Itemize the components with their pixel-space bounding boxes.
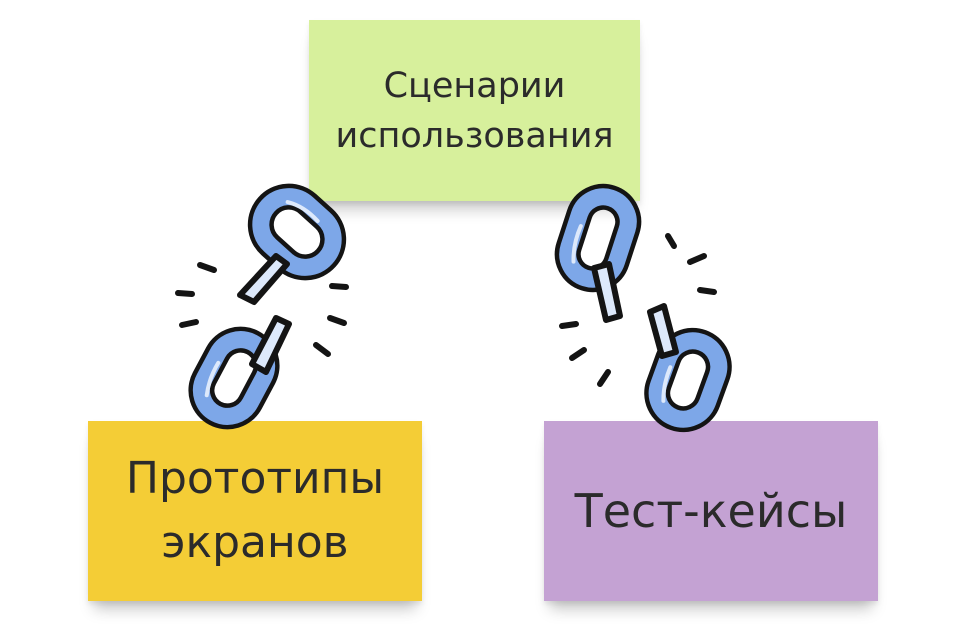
chain-break-stub-upper-left [237,253,290,305]
note-screen-prototypes: Прототипы экранов [88,421,422,601]
chain-break-stub-lower-left [249,315,292,375]
note-test-cases-label: Тест-кейсы [574,484,848,538]
break-spark-marks-right [559,233,717,387]
note-use-cases: Сценарии использования [309,20,640,201]
chain-link-upper-left [247,183,347,281]
chain-link-lower-right [644,327,732,433]
note-test-cases: Тест-кейсы [544,421,878,601]
broken-chain-icon [175,183,349,430]
chain-break-stub-upper-right [591,261,623,323]
chain-break-stub-lower-right [647,303,679,359]
note-screen-prototypes-label: Прототипы экранов [125,453,385,568]
broken-chain-icon [554,183,732,433]
chain-link-upper-right [554,183,642,293]
note-use-cases-label: Сценарии использования [335,65,614,156]
break-spark-marks-left [175,262,349,357]
chain-link-lower-left [188,326,280,430]
